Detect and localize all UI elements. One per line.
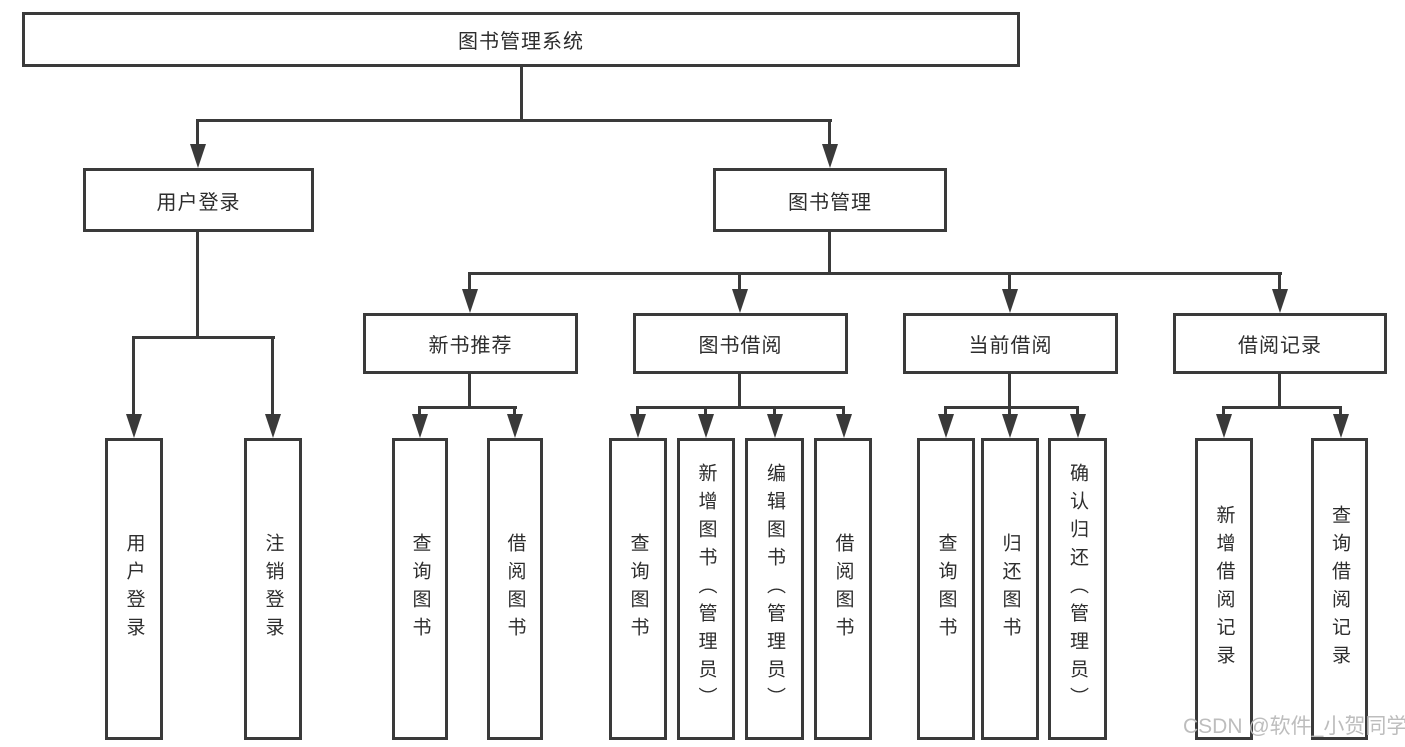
connector-line bbox=[828, 232, 831, 272]
connector-line bbox=[828, 119, 831, 145]
connector-line bbox=[944, 406, 1079, 409]
leaf-logout: 注销登录 bbox=[244, 438, 302, 740]
arrow-down-icon bbox=[698, 414, 714, 438]
arrow-down-icon bbox=[190, 144, 206, 168]
node-label: 确认归还（管理员） bbox=[1067, 463, 1088, 715]
arrow-down-icon bbox=[1333, 414, 1349, 438]
node-label: 新增图书（管理员） bbox=[695, 463, 717, 715]
node-label: 当前借阅 bbox=[968, 335, 1053, 357]
connector-line bbox=[1278, 272, 1281, 290]
connector-line bbox=[1278, 374, 1281, 406]
arrow-down-icon bbox=[265, 414, 281, 438]
arrow-down-icon bbox=[822, 144, 838, 168]
leaf-confirm-return-admin: 确认归还（管理员） bbox=[1048, 438, 1107, 740]
node-label: 借阅图书 bbox=[504, 533, 526, 645]
connector-line bbox=[1008, 406, 1011, 416]
arrow-down-icon bbox=[462, 289, 478, 313]
connector-line bbox=[418, 406, 421, 416]
connector-line bbox=[1008, 272, 1011, 290]
connector-line bbox=[636, 406, 845, 409]
arrow-down-icon bbox=[412, 414, 428, 438]
node-label: 新增借阅记录 bbox=[1213, 505, 1235, 673]
node-label: 查询图书 bbox=[409, 533, 431, 645]
arrow-down-icon bbox=[1070, 414, 1086, 438]
connector-line bbox=[1339, 406, 1342, 416]
node-label: 查询图书 bbox=[935, 533, 957, 645]
connector-line bbox=[468, 272, 1282, 275]
leaf-query-books-1: 查询图书 bbox=[392, 438, 448, 740]
arrow-down-icon bbox=[126, 414, 142, 438]
connector-line bbox=[196, 232, 199, 336]
node-label: 用户登录 bbox=[156, 191, 241, 214]
node-borrow-records: 借阅记录 bbox=[1173, 313, 1387, 374]
arrow-down-icon bbox=[1002, 414, 1018, 438]
leaf-query-books-2: 查询图书 bbox=[609, 438, 667, 740]
connector-line bbox=[196, 119, 832, 122]
node-label: 图书管理 bbox=[788, 191, 872, 214]
node-library-management-system: 图书管理系统 bbox=[22, 12, 1020, 67]
node-label: 图书借阅 bbox=[698, 335, 783, 357]
leaf-add-borrow-record: 新增借阅记录 bbox=[1195, 438, 1253, 740]
leaf-user-login: 用户登录 bbox=[105, 438, 163, 740]
node-book-management: 图书管理 bbox=[713, 168, 947, 232]
leaf-query-books-3: 查询图书 bbox=[917, 438, 975, 740]
arrow-down-icon bbox=[938, 414, 954, 438]
leaf-borrow-books-1: 借阅图书 bbox=[487, 438, 543, 740]
leaf-add-books-admin: 新增图书（管理员） bbox=[677, 438, 735, 740]
node-label: 归还图书 bbox=[999, 533, 1021, 645]
node-book-borrow: 图书借阅 bbox=[633, 313, 848, 374]
arrow-down-icon bbox=[732, 289, 748, 313]
connector-line bbox=[842, 406, 845, 416]
connector-line bbox=[1008, 374, 1011, 406]
arrow-down-icon bbox=[767, 414, 783, 438]
connector-line bbox=[468, 374, 471, 406]
node-label: 借阅记录 bbox=[1238, 335, 1322, 357]
connector-line bbox=[196, 119, 199, 145]
node-label: 查询借阅记录 bbox=[1329, 505, 1350, 673]
connector-line bbox=[1222, 406, 1225, 416]
node-label: 注销登录 bbox=[262, 533, 284, 645]
connector-line bbox=[704, 406, 707, 416]
connector-line bbox=[520, 67, 523, 119]
arrow-down-icon bbox=[507, 414, 523, 438]
node-label: 借阅图书 bbox=[832, 533, 854, 645]
node-current-borrow: 当前借阅 bbox=[903, 313, 1118, 374]
leaf-query-borrow-record: 查询借阅记录 bbox=[1311, 438, 1368, 740]
node-label: 用户登录 bbox=[123, 533, 145, 645]
node-label: 编辑图书（管理员） bbox=[764, 463, 785, 715]
connector-line bbox=[132, 336, 135, 414]
node-label: 新书推荐 bbox=[428, 335, 513, 357]
leaf-return-books: 归还图书 bbox=[981, 438, 1039, 740]
node-user-login: 用户登录 bbox=[83, 168, 314, 232]
arrow-down-icon bbox=[1216, 414, 1232, 438]
arrow-down-icon bbox=[1002, 289, 1018, 313]
connector-line bbox=[1222, 406, 1342, 409]
connector-line bbox=[132, 336, 275, 339]
node-label: 查询图书 bbox=[627, 533, 649, 645]
connector-line bbox=[773, 406, 776, 416]
node-new-book-recommend: 新书推荐 bbox=[363, 313, 578, 374]
connector-line bbox=[513, 406, 516, 416]
csdn-watermark: CSDN @软件_小贺同学 bbox=[1183, 715, 1405, 738]
connector-line bbox=[1076, 406, 1079, 416]
leaf-edit-books-admin: 编辑图书（管理员） bbox=[745, 438, 804, 740]
connector-line bbox=[418, 406, 517, 409]
connector-line bbox=[468, 272, 471, 290]
connector-line bbox=[738, 272, 741, 290]
arrow-down-icon bbox=[836, 414, 852, 438]
leaf-borrow-books-2: 借阅图书 bbox=[814, 438, 872, 740]
connector-line bbox=[944, 406, 947, 416]
connector-line bbox=[271, 336, 274, 414]
node-label: 图书管理系统 bbox=[458, 31, 584, 53]
arrow-down-icon bbox=[630, 414, 646, 438]
connector-line bbox=[738, 374, 741, 406]
connector-line bbox=[636, 406, 639, 416]
arrow-down-icon bbox=[1272, 289, 1288, 313]
